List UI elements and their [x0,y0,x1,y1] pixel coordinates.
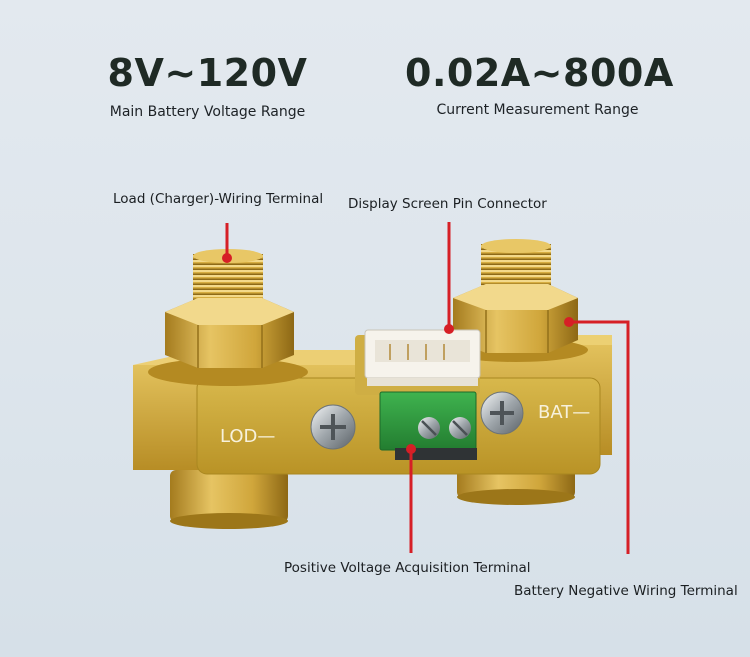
left-pcb-screw [310,404,356,450]
callout-dots [222,253,574,454]
current-range-caption: Current Measurement Range [436,102,639,118]
voltage-spec: 8V~120V Main Battery Voltage Range [90,50,325,120]
green-terminal-block [379,391,477,460]
right-pcb-screw [480,391,524,435]
load-terminal-callout: Load (Charger)-Wiring Terminal [113,191,324,207]
battery-negative-callout: Battery Negative Wiring Terminal [514,583,738,599]
lod-label: LOD— [220,426,275,447]
display-connector-callout: Display Screen Pin Connector [348,196,547,212]
voltage-range-caption: Main Battery Voltage Range [109,104,306,120]
positive-voltage-dot [406,444,416,454]
callout-lines [225,222,630,554]
display-connector-dot [444,324,454,334]
current-spec: 0.02A~800A Current Measurement Range [405,50,674,118]
load-terminal-dot [222,253,232,263]
left-bolt [148,249,308,386]
positive-voltage-callout: Positive Voltage Acquisition Terminal [284,560,531,576]
voltage-range-value: 8V~120V [107,51,308,95]
bat-label: BAT— [538,402,590,423]
display-pin-connector [364,329,481,386]
battery-negative-line [569,320,630,554]
current-range-value: 0.02A~800A [405,51,674,95]
left-bottom-stud [170,470,288,529]
battery-negative-dot [564,317,574,327]
